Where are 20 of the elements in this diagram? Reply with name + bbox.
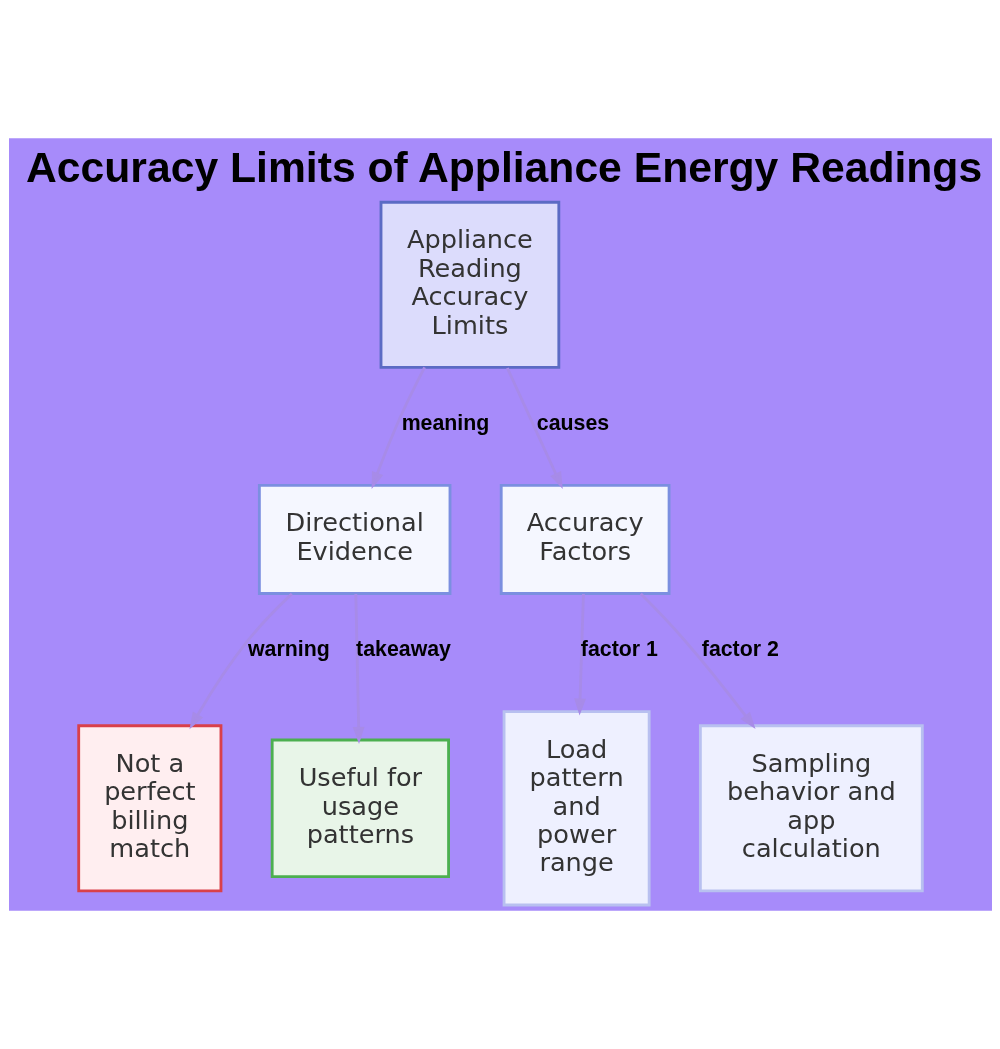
- node-box: Useful for usage patterns: [270, 738, 450, 878]
- node-box: Not a perfect billing match: [76, 724, 222, 893]
- edge-label: meaning: [401, 410, 489, 435]
- node-box: Accuracy Factors: [499, 483, 670, 595]
- edge-label: factor 2: [701, 637, 779, 662]
- node-box: Load pattern and power range: [502, 710, 651, 907]
- edge-label: causes: [536, 410, 609, 435]
- edge-label: takeaway: [355, 637, 451, 662]
- arrow: [188, 592, 293, 730]
- diagram-title: Accuracy Limits of Appliance Energy Readings: [25, 143, 982, 192]
- arrow: [573, 594, 586, 716]
- arrow: [371, 366, 426, 490]
- edge-label: warning: [247, 637, 330, 662]
- node-box: Appliance Reading Accuracy Limits: [379, 200, 560, 369]
- arrow: [352, 594, 365, 744]
- node-box: Directional Evidence: [257, 483, 451, 595]
- edge-label: factor 1: [580, 637, 658, 662]
- node-box: Sampling behavior and app calculation: [698, 724, 924, 893]
- arrow: [505, 367, 563, 490]
- arrow: [639, 592, 755, 729]
